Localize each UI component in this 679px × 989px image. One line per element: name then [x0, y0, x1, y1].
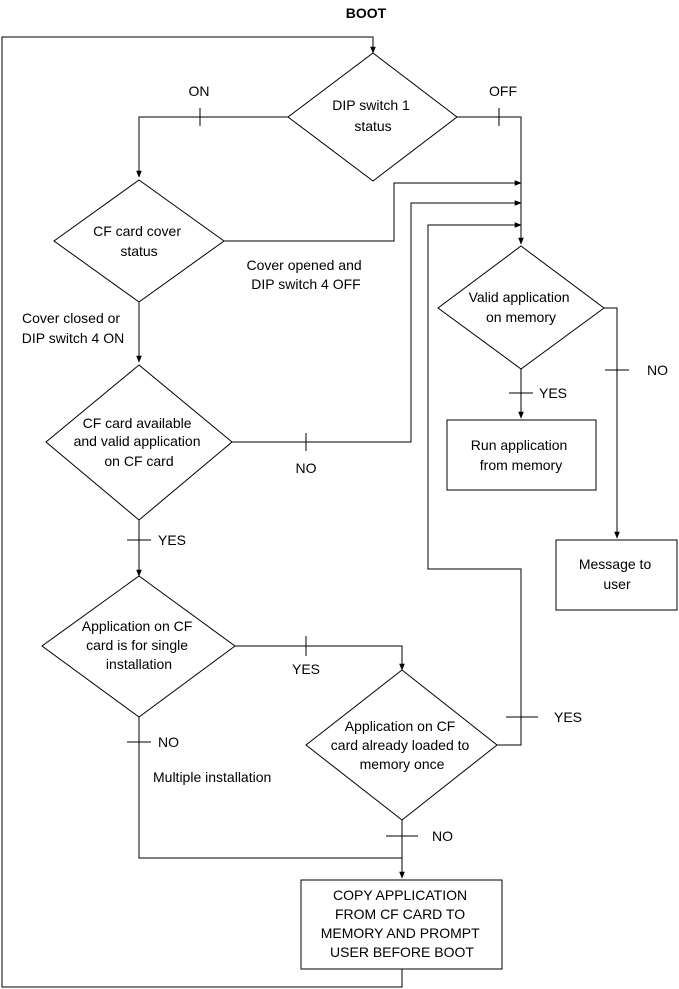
- process-message-text: Message to user: [579, 556, 655, 592]
- decision-validmem-text: Valid application on memory: [469, 289, 574, 325]
- single-yes-line: [235, 645, 405, 671]
- cover-opened-line: [224, 180, 522, 242]
- decision-dip1-text: DIP switch 1 status: [332, 97, 413, 134]
- process-run: Run application from memory: [446, 419, 597, 491]
- label-multiple-installation: Multiple installation: [153, 769, 271, 785]
- label-off: OFF: [489, 83, 517, 99]
- label-validmem-yes: YES: [539, 385, 567, 401]
- label-cover-opened: Cover opened and DIP switch 4 OFF: [246, 257, 365, 292]
- label-cfvalid-yes: YES: [158, 532, 186, 548]
- decision-loaded: Application on CF card already loaded to…: [305, 669, 498, 821]
- connectors: [1, 36, 629, 988]
- decision-cfcover-text: CF card cover status: [93, 223, 185, 259]
- process-message: Message to user: [555, 539, 678, 611]
- decision-single-text: Application on CF card is for single ins…: [82, 618, 196, 672]
- decision-cfcover: CF card cover status: [53, 179, 225, 303]
- label-single-yes: YES: [292, 661, 320, 677]
- label-single-no: NO: [158, 734, 179, 750]
- label-on: ON: [189, 83, 210, 99]
- edge-labels: ON OFF Cover opened and DIP switch 4 OFF…: [22, 83, 668, 844]
- loaded-yes-line: [427, 222, 522, 746]
- decision-validmem: Valid application on memory: [437, 245, 605, 370]
- label-loaded-yes: YES: [554, 709, 582, 725]
- loop-back-line: [1, 36, 403, 988]
- process-copy: COPY APPLICATION FROM CF CARD TO MEMORY …: [300, 879, 503, 970]
- dip1-on-line: [136, 116, 288, 178]
- label-validmem-no: NO: [647, 362, 668, 378]
- label-cover-closed: Cover closed or DIP switch 4 ON: [22, 310, 124, 346]
- decision-dip1: DIP switch 1 status: [287, 52, 458, 182]
- decision-loaded-text: Application on CF card already loaded to…: [331, 718, 473, 772]
- decision-single: Application on CF card is for single ins…: [41, 575, 236, 718]
- decision-cfvalid: CF card available and valid application …: [45, 364, 233, 521]
- single-no-line: [138, 717, 402, 859]
- process-copy-text: COPY APPLICATION FROM CF CARD TO MEMORY …: [321, 887, 484, 960]
- diagram-title: BOOT: [346, 5, 387, 21]
- label-cfvalid-no: NO: [296, 460, 317, 476]
- cfvalid-no-line: [232, 200, 522, 443]
- validmem-no-line: [604, 307, 620, 539]
- decision-cfvalid-text: CF card available and valid application …: [74, 415, 205, 469]
- label-loaded-no: NO: [432, 828, 453, 844]
- process-run-text: Run application from memory: [471, 437, 571, 473]
